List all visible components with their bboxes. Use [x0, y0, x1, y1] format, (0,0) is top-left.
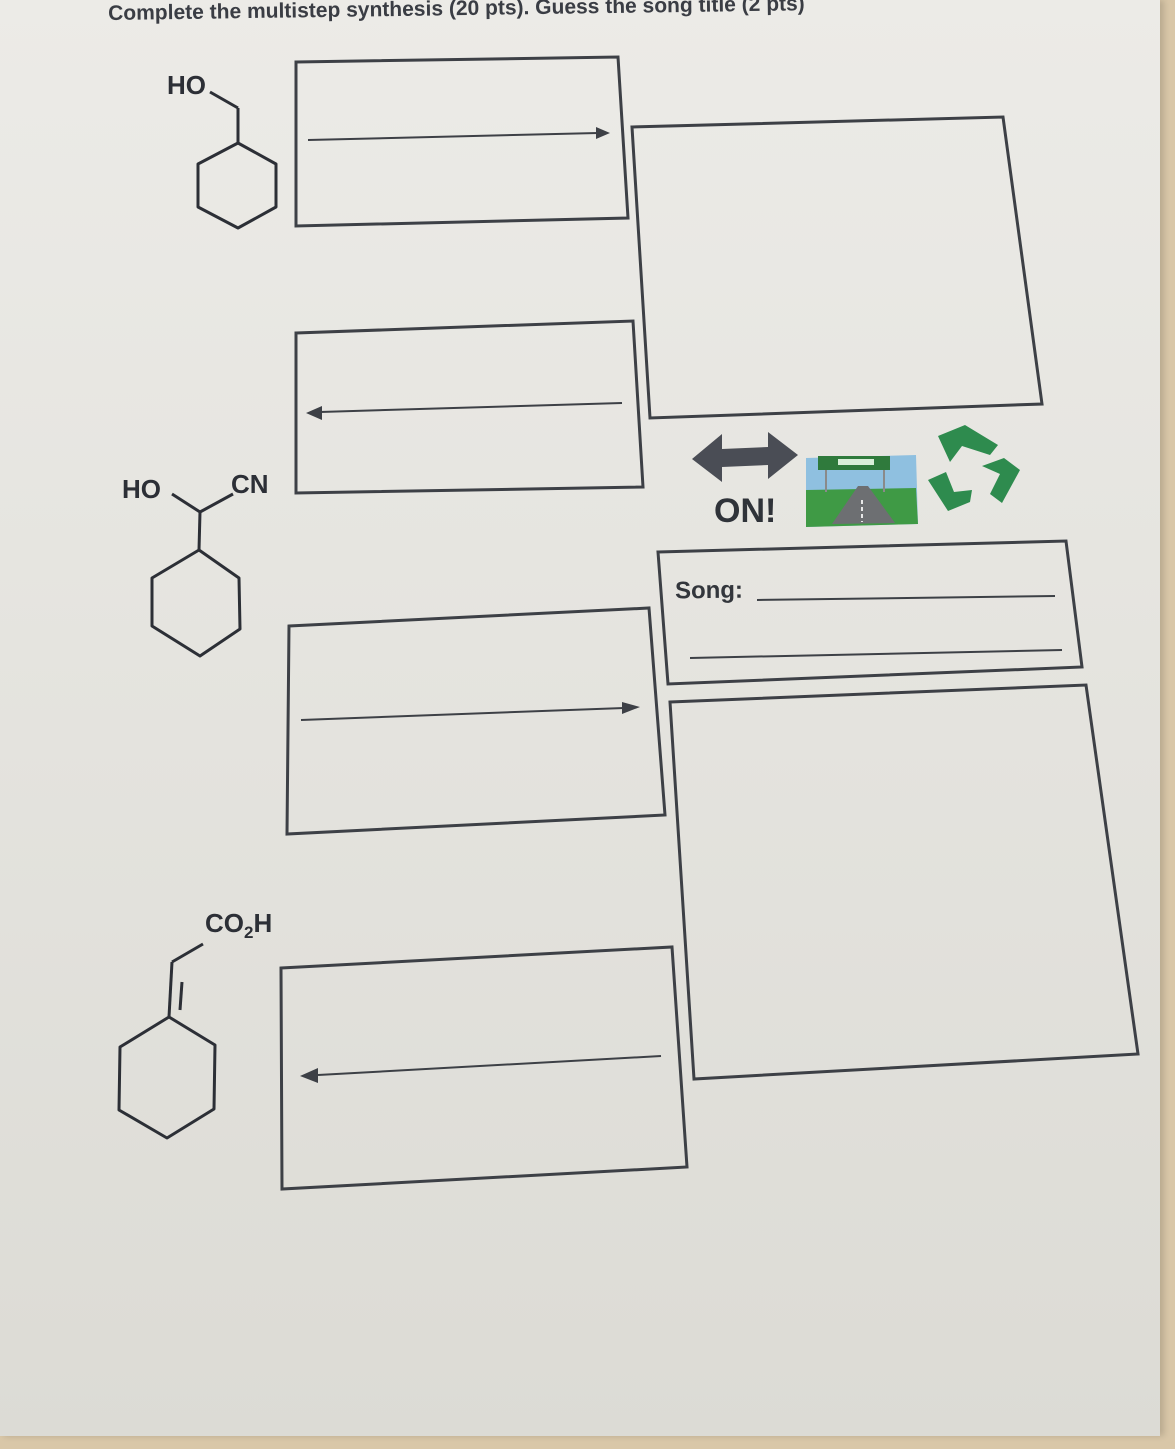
product-box-2[interactable] — [668, 683, 1140, 1081]
song-label: Song: — [674, 576, 744, 605]
cyanohydrin-nitrile-label: CN — [231, 469, 269, 499]
carboxylic-acid-label: CO2H — [205, 908, 273, 943]
molecule-cyanohydrin — [150, 492, 242, 658]
rebus-on-word: ON! — [714, 492, 777, 530]
molecule-start — [196, 90, 278, 230]
song-answer-box[interactable] — [656, 539, 1084, 686]
double-arrow-icon — [692, 432, 798, 482]
reagent-box-4[interactable] — [279, 945, 689, 1191]
reagent-box-2[interactable] — [294, 319, 645, 495]
reagent-box-1[interactable] — [294, 55, 630, 228]
cyanohydrin-hydroxyl-label: HO — [122, 474, 161, 504]
worksheet-paper — [0, 0, 1160, 1436]
reagent-box-3[interactable] — [285, 606, 667, 836]
highway-icon — [806, 455, 918, 527]
product-box-1[interactable] — [630, 115, 1044, 420]
start-hydroxyl-label: HO — [167, 70, 206, 100]
molecule-unsaturated-acid — [117, 942, 217, 1140]
recycle-icon — [928, 425, 1020, 511]
